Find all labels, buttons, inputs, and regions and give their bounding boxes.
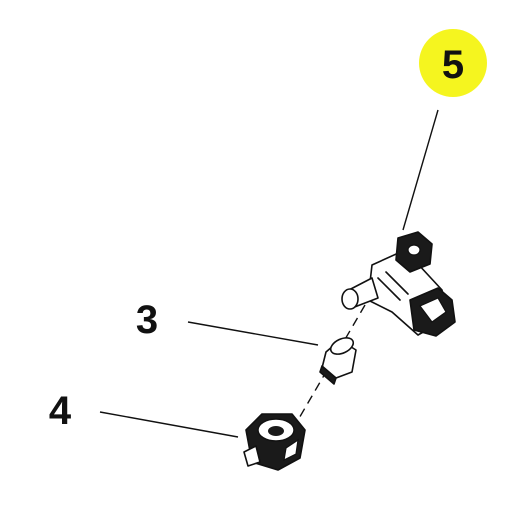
check-valve-base bbox=[319, 365, 337, 385]
callout-5-highlight bbox=[419, 29, 487, 97]
callout-3-label: 3 bbox=[136, 298, 158, 342]
cap-inner-orifice bbox=[268, 426, 284, 436]
cap-side-highlight bbox=[283, 438, 299, 462]
check-valve-icon bbox=[319, 337, 357, 385]
hose-barb-end bbox=[341, 288, 359, 310]
callout-5-label: 5 bbox=[442, 43, 464, 87]
nozzle-cap-icon bbox=[243, 413, 306, 471]
leader-line-5 bbox=[402, 109, 439, 231]
callout-4-label: 4 bbox=[49, 389, 72, 433]
cap-tab bbox=[243, 445, 261, 467]
nozzle-body-icon bbox=[341, 231, 456, 337]
right-cap-highlight bbox=[419, 297, 447, 323]
leader-line-3 bbox=[187, 321, 319, 346]
check-valve-top bbox=[329, 337, 355, 355]
callout-5: 5 bbox=[419, 29, 487, 97]
body-detail-1 bbox=[377, 277, 401, 301]
body-detail-2 bbox=[385, 271, 409, 295]
leader-line-4 bbox=[99, 411, 239, 438]
top-nut-hole bbox=[407, 244, 421, 256]
